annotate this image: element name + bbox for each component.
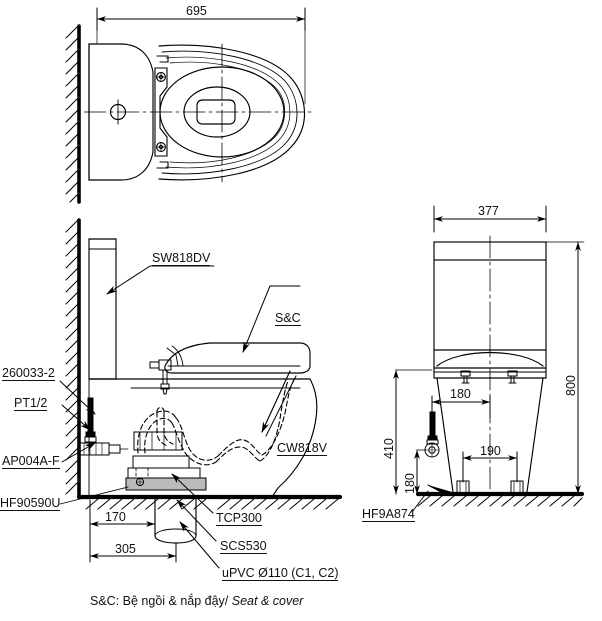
sheet-caption: S&C: Bệ ngồi & nắp đậy/ Seat & cover [90, 594, 303, 608]
front-view-leader-hf9a874 [411, 490, 429, 513]
dim-180-horizontal [431, 395, 491, 419]
callout-scs530: SCS530 [220, 539, 267, 554]
front-view-seat-bumpers [460, 370, 518, 384]
side-view-floor-hatch [85, 498, 339, 510]
dim-label-377: 377 [478, 204, 499, 218]
front-view-floor-hatch [417, 495, 583, 507]
callout-hf9a874: HF9A874 [362, 507, 415, 522]
dim-label-410: 410 [382, 438, 396, 459]
callout-cw818v: CW818V [277, 441, 328, 456]
dim-label-190: 190 [480, 444, 501, 458]
callout-tcp300: TCP300 [216, 511, 262, 526]
side-view-bowl-front [271, 378, 318, 498]
dim-170 [89, 499, 156, 533]
callout-pt1-2: PT1/2 [14, 396, 48, 411]
top-view-lid-inner2 [165, 56, 291, 169]
dim-label-305: 305 [115, 542, 136, 556]
dim-190 [462, 451, 518, 483]
dim-label-695: 695 [186, 4, 207, 18]
side-view-wall-hatch [65, 219, 79, 495]
callout-upvc: uPVC Ø110 (C1, C2) [222, 566, 339, 581]
dim-800 [545, 241, 585, 495]
top-view-hinge [154, 55, 169, 169]
caption-en: Seat & cover [231, 594, 304, 608]
top-view-lid-outer [158, 44, 306, 181]
callout-hf90590u: HF90590U [0, 496, 61, 511]
dim-305 [89, 531, 177, 563]
top-view-seat-outer [169, 61, 286, 164]
side-view-outlet-assembly [125, 431, 207, 491]
top-view-tank-outline [88, 43, 154, 181]
callout-260033-2: 260033-2 [2, 366, 55, 381]
front-view-bowl-left [436, 377, 454, 493]
side-view-tank [88, 238, 117, 380]
callout-sw818dv: SW818DV [152, 251, 211, 266]
dim-label-170: 170 [105, 510, 126, 524]
callout-ap004a-f: AP004A-F [2, 454, 60, 469]
side-view-leaders [59, 265, 301, 569]
side-view-seat-cover [164, 342, 311, 374]
callout-sc: S&C [275, 311, 301, 326]
dim-label-800: 800 [564, 375, 578, 396]
dim-377 [433, 205, 547, 233]
top-view-wall-hatch [65, 25, 79, 203]
dim-410 [393, 369, 433, 495]
dim-label-180-horizontal: 180 [450, 387, 471, 401]
top-view-center-opening [196, 99, 236, 125]
front-view-bowl-right [526, 377, 544, 493]
dim-180-vertical [414, 449, 427, 495]
side-view-seat-hinge [149, 359, 172, 395]
dim-label-180-vertical: 180 [403, 473, 417, 494]
dim-695 [96, 7, 306, 31]
caption-vi: S&C: Bệ ngồi & nắp đậy/ [90, 594, 229, 608]
top-view-lid-inner [161, 50, 298, 175]
side-view-trapway [137, 379, 295, 466]
